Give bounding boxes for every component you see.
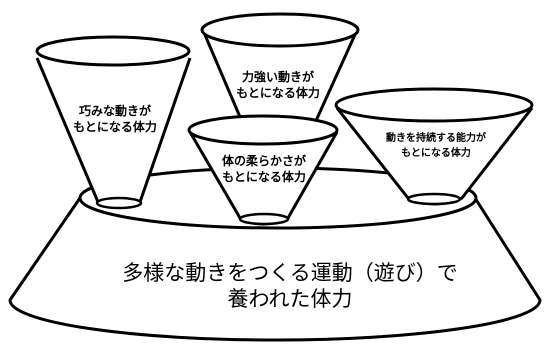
cup-endurance-label-line2: もとになる体力 [401, 146, 471, 159]
cup-power-label-line2: もとになる体力 [236, 85, 320, 100]
cup-flex-rim [187, 114, 339, 146]
cup-flex-label-line2: もとになる体力 [222, 169, 306, 184]
cup-skill: 巧みな動きが もとになる体力 [35, 35, 192, 210]
cup-skill-label-line1: 巧みな動きが [79, 103, 151, 118]
cup-power-label-line1: 力強い動きが [242, 69, 314, 84]
cup-flex-bottom [238, 212, 290, 226]
cup-flex-label-line1: 体の柔らかさが [222, 153, 306, 168]
base-label-line1: 多様な動きをつくる運動（遊び）で [122, 261, 458, 285]
cup-flex: 体の柔らかさが もとになる体力 [187, 114, 339, 226]
cup-endurance-rim [334, 87, 534, 123]
cup-power-rim [200, 12, 360, 48]
cup-skill-rim [35, 35, 191, 67]
cup-skill-bottom [95, 196, 143, 210]
cup-skill-label-line2: もとになる体力 [73, 119, 157, 134]
base-label-box [100, 255, 480, 315]
cup-endurance-label-line1: 動きを持続する能力が [386, 131, 487, 144]
base-label-line2: 養われた体力 [228, 287, 353, 311]
cup-endurance: 動きを持続する能力が もとになる体力 [334, 87, 534, 206]
cup-endurance-bottom [406, 192, 462, 206]
